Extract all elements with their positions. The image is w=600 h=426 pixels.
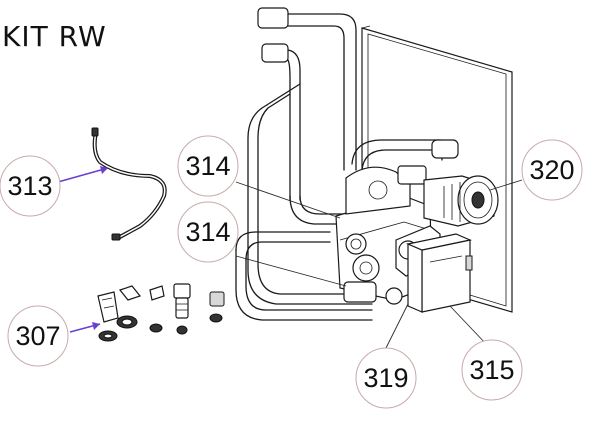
callout-label-307: 307 [15, 321, 60, 351]
callout-label-313: 313 [7, 171, 52, 201]
callout-314-lower: 314 [177, 201, 239, 263]
callout-label-314-lower: 314 [185, 217, 230, 247]
callout-label-320: 320 [529, 155, 574, 185]
diagram-title: KIT RW [2, 20, 107, 53]
pipework [235, 7, 459, 321]
electronic-control-box [406, 233, 473, 313]
pump-motor [423, 175, 499, 227]
leader-lines [57, 166, 523, 353]
callout-319: 319 [355, 347, 417, 409]
callout-307: 307 [7, 305, 69, 367]
callout-313: 313 [0, 155, 61, 217]
small-parts-kit [97, 283, 225, 342]
callout-label-314-upper: 314 [185, 151, 230, 181]
callout-315: 315 [461, 339, 523, 401]
callout-label-315: 315 [469, 355, 514, 385]
callout-320: 320 [521, 139, 583, 201]
flexible-hose-part [91, 127, 167, 241]
callout-label-319: 319 [363, 363, 408, 393]
callout-314-upper: 314 [177, 135, 239, 197]
